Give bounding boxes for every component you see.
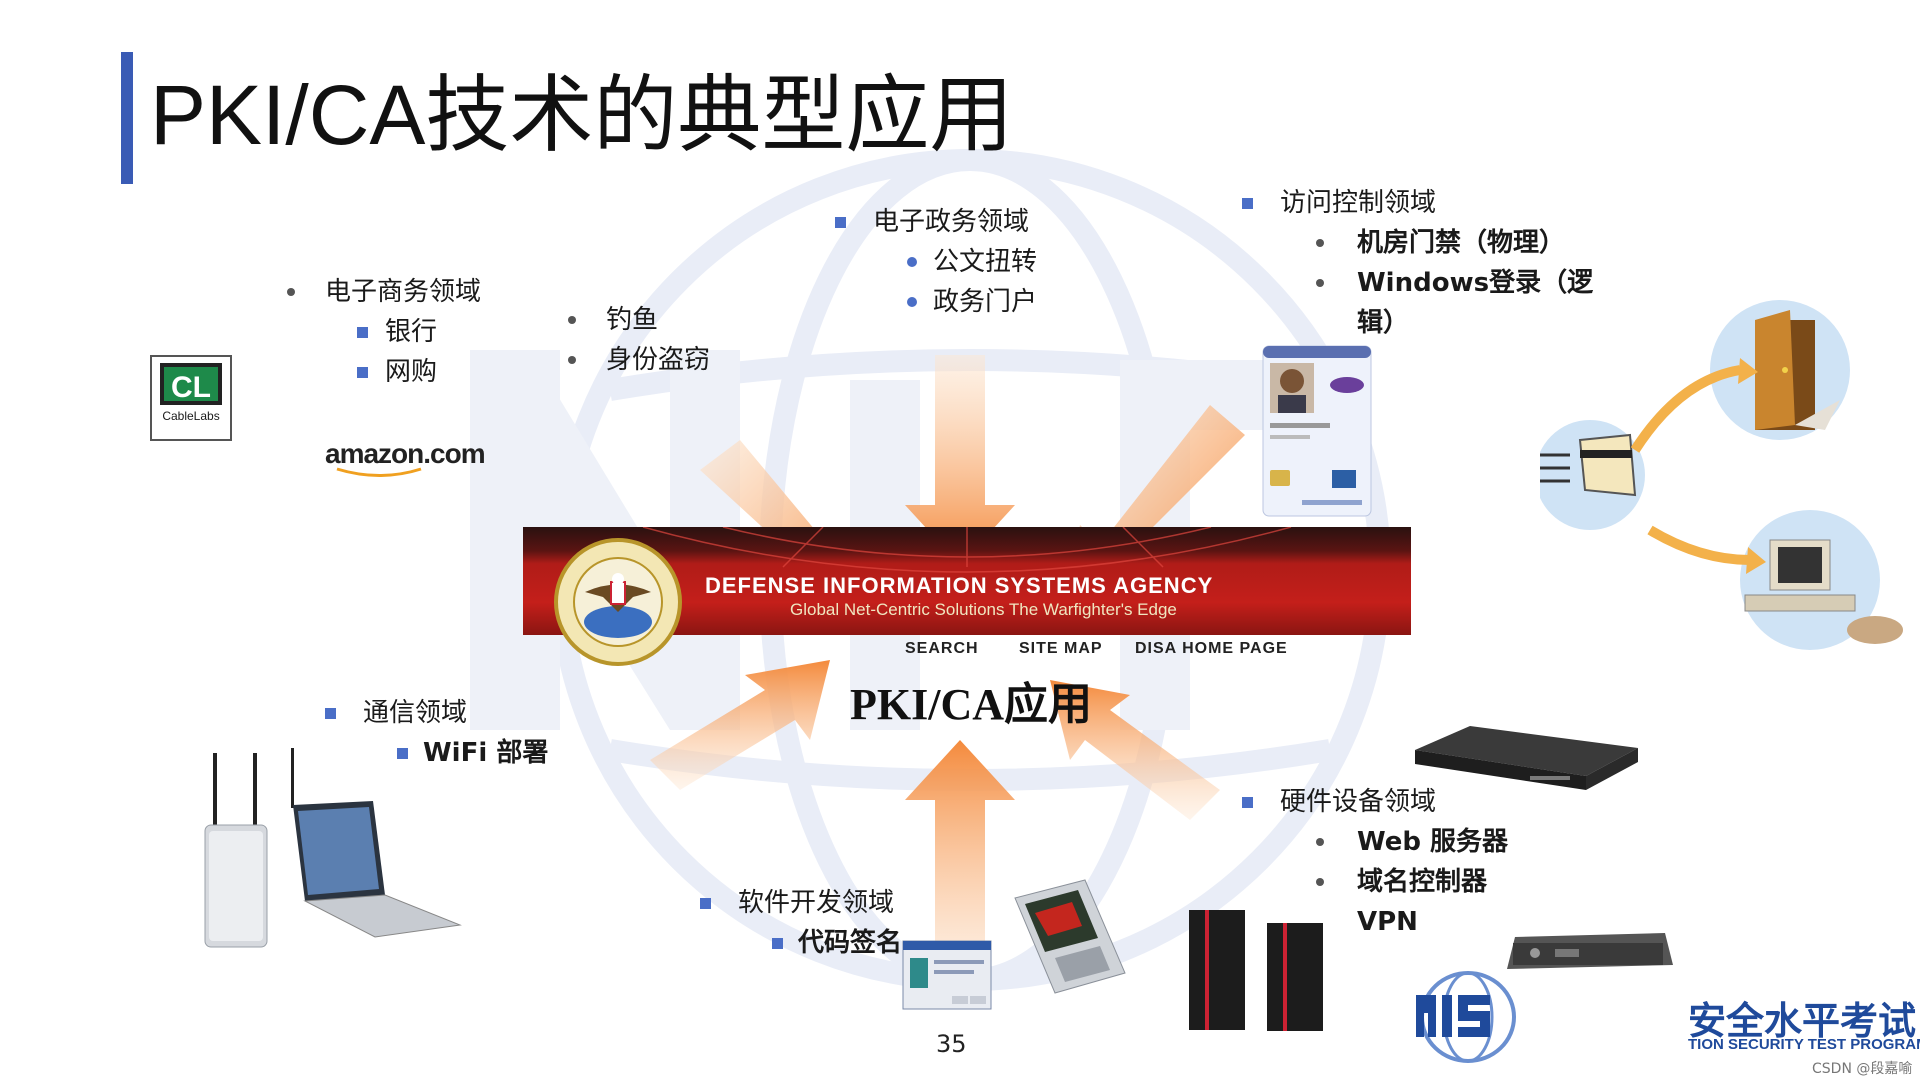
laptop-icon (291, 748, 462, 938)
ecommerce-item: 银行 (385, 317, 438, 347)
agency-name: DEFENSE INFORMATION SYSTEMS AGENCY (705, 573, 1214, 598)
rack-server-icon (1415, 726, 1638, 790)
ecommerce-block: 电子商务领域 银行 网购 (287, 272, 481, 392)
access-heading: 访问控制领域 (1280, 188, 1437, 218)
wifi-illustration (204, 748, 462, 948)
org-name-cn: 安全水平考试 (1688, 1001, 1917, 1043)
egov-block: 电子政务领域 公文扭转 政务门户 (835, 202, 1037, 322)
hardware-heading: 硬件设备领域 (1280, 787, 1437, 817)
amazon-logo: amazon.com (325, 438, 486, 469)
software-dialog-icon (902, 940, 992, 1010)
id-card-icon (1262, 345, 1372, 517)
threats-block: 钓鱼 身份盗窃 (568, 300, 710, 380)
software-heading: 软件开发领域 (738, 888, 895, 918)
door-icon (1755, 310, 1840, 430)
cablelabs-logo: CL CableLabs (150, 355, 232, 441)
access-block: 访问控制领域 机房门禁（物理） Windows登录（逻 辑） (1242, 183, 1593, 343)
comm-heading: 通信领域 (363, 698, 468, 728)
ecommerce-item: 网购 (385, 357, 438, 387)
hardware-item: VPN (1357, 907, 1418, 937)
center-label: PKI/CA应用 (850, 680, 1092, 729)
agency-tagline: Global Net-Centric Solutions The Warfigh… (790, 600, 1177, 619)
card-reader-icon (1540, 433, 1637, 497)
threat-item: 身份盗窃 (606, 345, 711, 375)
access-item: 机房门禁（物理） (1357, 228, 1566, 258)
cablelabs-mark: CL (160, 363, 222, 405)
threat-item: 钓鱼 (606, 305, 659, 335)
ecommerce-heading: 电子商务领域 (325, 277, 482, 307)
software-item: 代码签名 (798, 928, 903, 958)
access-illustration (1540, 300, 1903, 650)
wifi-router-icon (204, 753, 268, 948)
credit-watermark: CSDN @段嘉喻 (1812, 1061, 1913, 1077)
nis-logo (1416, 971, 1516, 1063)
comm-block: 通信领域 WiFi 部署 (325, 693, 548, 773)
cablelabs-text: CableLabs (162, 409, 220, 423)
access-item: Windows登录（逻 (1357, 268, 1594, 298)
amazon-smile-icon (336, 467, 422, 477)
hardware-block: 硬件设备领域 Web 服务器 域名控制器 VPN (1242, 782, 1508, 942)
nav-disa-home[interactable]: DISA HOME PAGE (1135, 640, 1288, 657)
egov-heading: 电子政务领域 (873, 207, 1030, 237)
egov-item: 公文扭转 (933, 247, 1038, 277)
hardware-item: Web 服务器 (1357, 827, 1509, 857)
slide-title: PKI/CA技术的典型应用 (150, 68, 1014, 162)
server-tower-icon (1189, 910, 1323, 1031)
hardware-item: 域名控制器 (1357, 867, 1488, 897)
access-item: 辑） (1357, 308, 1410, 338)
banner-grid-pattern (642, 527, 1292, 573)
title-accent-bar (121, 52, 133, 184)
page-number: 35 (936, 1030, 967, 1058)
nav-search[interactable]: SEARCH (905, 640, 979, 657)
software-block: 软件开发领域 代码签名 (700, 883, 902, 963)
vpn-device-icon (1507, 933, 1673, 969)
comm-item: WiFi 部署 (423, 738, 549, 768)
org-name-en: TION SECURITY TEST PROGRAM (1688, 1036, 1920, 1053)
mobile-phone-icon (1014, 879, 1126, 994)
nav-site-map[interactable]: SITE MAP (1019, 640, 1103, 657)
computer-icon (1744, 539, 1903, 644)
disa-seal (554, 538, 682, 666)
egov-item: 政务门户 (933, 287, 1038, 317)
